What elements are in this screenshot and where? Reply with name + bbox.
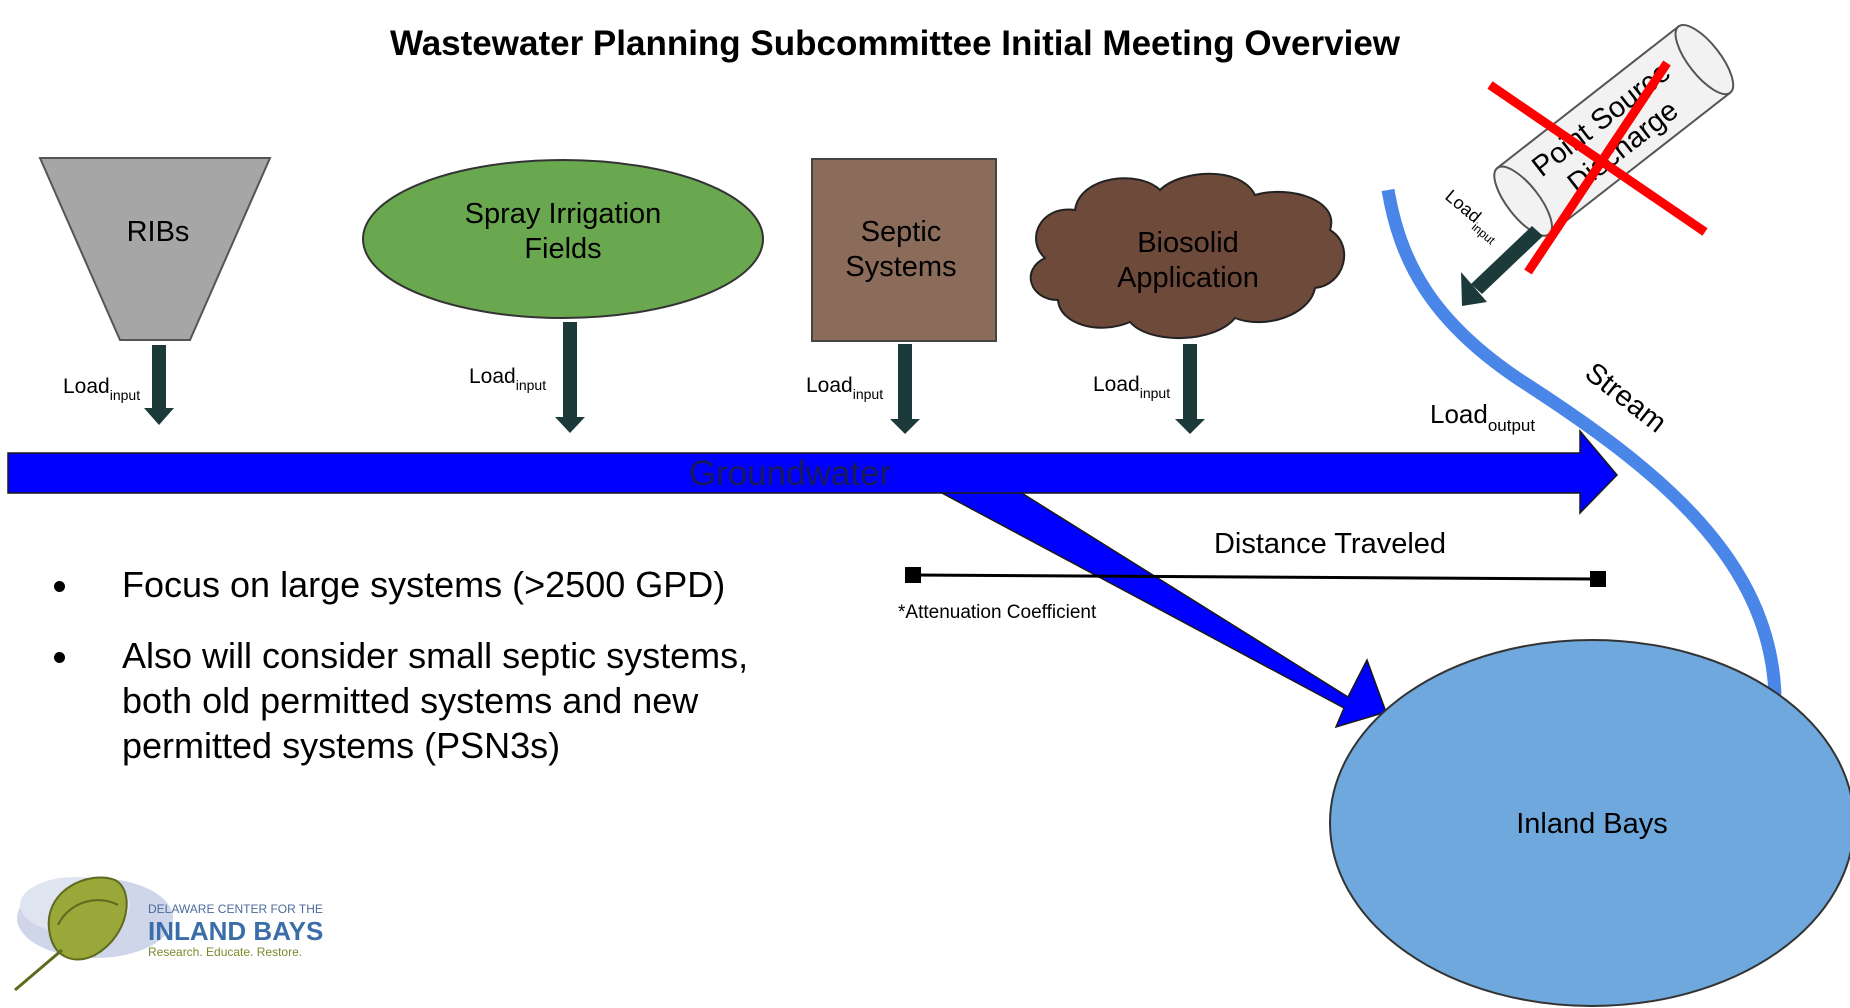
logo-line1: DELAWARE CENTER FOR THE <box>148 902 323 916</box>
attenuation-label: *Attenuation Coefficient <box>898 602 1097 623</box>
diagram-title: Wastewater Planning Subcommittee Initial… <box>390 24 1401 63</box>
load-output-label: Loadoutput <box>1430 399 1535 435</box>
spray-label-line2: Fields <box>524 233 601 265</box>
bullet-list: Focus on large systems (>2500 GPD) Also … <box>50 562 810 794</box>
cross-line-1 <box>1487 81 1708 236</box>
stream-line <box>1381 188 1782 696</box>
septic-label-line1: Septic <box>861 216 942 248</box>
diagonal-groundwater-arrow <box>939 491 1387 729</box>
load-arrow-ribs <box>144 345 174 425</box>
distance-end-marker <box>1590 571 1606 587</box>
groundwater-arrow <box>7 428 1619 515</box>
ribs-shape <box>38 157 272 341</box>
load-arrow-point-source <box>1461 226 1543 306</box>
septic-label-line2: Systems <box>845 251 956 283</box>
ribs-label: RIBs <box>127 216 190 248</box>
bullet-text: Also will consider small septic systems,… <box>122 635 749 766</box>
load-arrow-septic <box>890 344 920 434</box>
inland-bays-ellipse <box>1329 639 1850 1007</box>
bullet-dot <box>54 652 65 663</box>
load-input-label-ribs: Loadinput <box>63 375 140 403</box>
bullet-text: Focus on large systems (>2500 GPD) <box>122 564 726 605</box>
distance-line <box>912 573 1599 581</box>
horseshoe-crab-icon <box>14 876 128 992</box>
load-input-label-spray: Loadinput <box>469 365 546 393</box>
load-arrow-biosolid <box>1175 344 1205 434</box>
delaware-center-logo: DELAWARE CENTER FOR THE INLAND BAYS Rese… <box>14 876 323 992</box>
load-arrow-spray <box>555 322 585 433</box>
load-input-label-septic: Loadinput <box>806 374 883 402</box>
cross-line-2 <box>1524 60 1671 275</box>
distance-start-marker <box>905 567 921 583</box>
groundwater-label: Groundwater <box>689 454 892 493</box>
load-input-label-biosolid: Loadinput <box>1093 373 1170 401</box>
biosolid-label-line1: Biosolid <box>1137 227 1239 259</box>
distance-traveled-label: Distance Traveled <box>1214 528 1446 560</box>
load-input-label-point-source: Loadinput <box>1438 186 1505 248</box>
bullet-item: Also will consider small septic systems,… <box>50 633 810 768</box>
spray-irrigation-ellipse <box>362 159 764 319</box>
bullet-dot <box>54 581 65 592</box>
inland-bays-label: Inland Bays <box>1516 808 1668 840</box>
septic-systems-square <box>811 158 997 342</box>
spray-label-line1: Spray Irrigation <box>465 198 662 230</box>
bullet-item: Focus on large systems (>2500 GPD) <box>50 562 810 607</box>
point-source-pipe: Point Source Discharge <box>1493 24 1735 237</box>
logo-line2: INLAND BAYS <box>148 916 323 946</box>
biosolid-label-line2: Application <box>1117 262 1259 294</box>
biosolid-cloud <box>1029 172 1346 339</box>
logo-line3: Research. Educate. Restore. <box>148 945 302 959</box>
